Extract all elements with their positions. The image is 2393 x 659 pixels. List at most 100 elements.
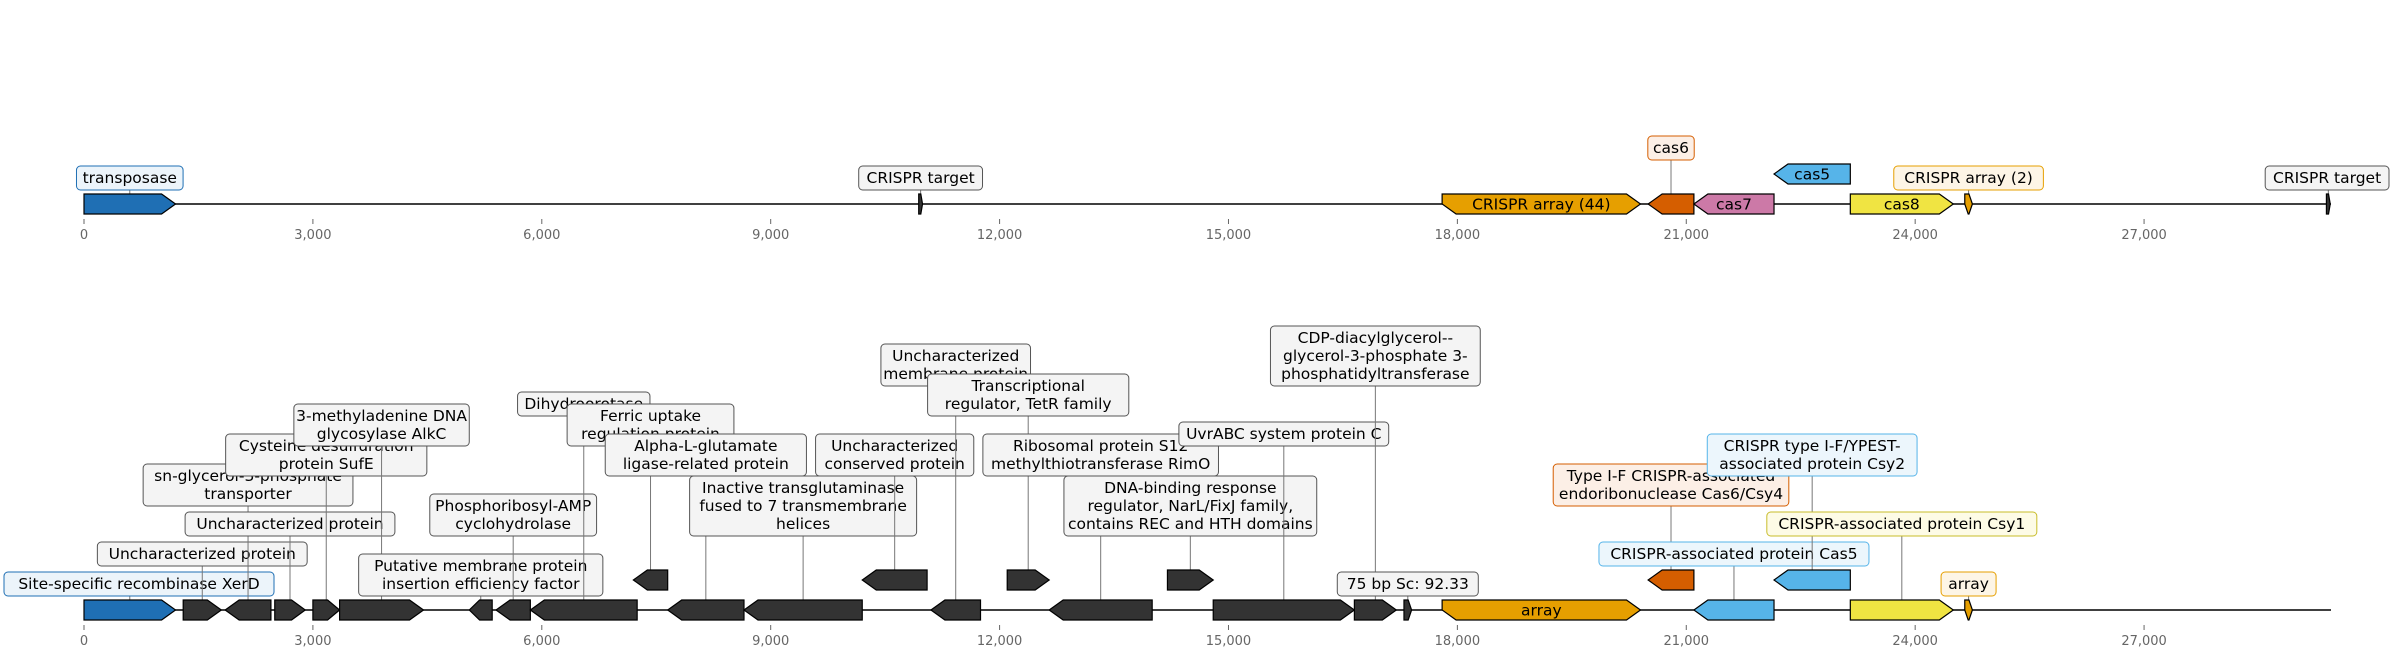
feature-label-box bbox=[429, 493, 598, 537]
cas8-arrow[interactable] bbox=[1849, 193, 1955, 215]
cas5-arrow[interactable] bbox=[1772, 163, 1851, 185]
array-arrow[interactable] bbox=[1441, 599, 1642, 621]
membrane-protein-arrow[interactable] bbox=[929, 599, 982, 621]
cas7-arrow[interactable] bbox=[1692, 193, 1775, 215]
ferric-uptake-arrow[interactable] bbox=[632, 569, 669, 591]
feature-label: UvrABC system protein C bbox=[1186, 425, 1381, 443]
feature-label: array bbox=[1948, 575, 1989, 593]
feature-label: CRISPR type I-F/YPEST-associated protein… bbox=[1719, 437, 1905, 473]
feature-label-box bbox=[1766, 511, 2038, 537]
axis-tick-label: 15,000 bbox=[1206, 634, 1252, 649]
transposase-arrow[interactable] bbox=[83, 193, 177, 215]
feature-label-box bbox=[2264, 165, 2390, 191]
feature-label: CRISPR-associated protein Cas5 bbox=[1610, 545, 1857, 563]
feature-label: transposase bbox=[83, 169, 177, 187]
axis-tick-label: 9,000 bbox=[752, 634, 789, 649]
alkc-arrow[interactable] bbox=[339, 599, 425, 621]
cdp-dag-arrow[interactable] bbox=[1353, 599, 1398, 621]
axis-tick-label: 21,000 bbox=[1664, 634, 1710, 649]
g3p-transporter-arrow[interactable] bbox=[224, 599, 272, 621]
uvrabc-arrow[interactable] bbox=[1212, 599, 1356, 621]
feature-label-box bbox=[815, 433, 975, 477]
crispr-array-44-inline-label: CRISPR array (44) bbox=[1472, 196, 1610, 214]
feature-label-box bbox=[1063, 475, 1318, 537]
feature-label-box bbox=[3, 571, 275, 597]
feature-label: CDP-diacylglycerol--glycerol-3-phosphate… bbox=[1281, 329, 1469, 383]
feature-label-box bbox=[927, 373, 1130, 417]
rimo-arrow[interactable] bbox=[1048, 599, 1153, 621]
axis-tick-label: 9,000 bbox=[752, 228, 789, 243]
narl-arrow[interactable] bbox=[1166, 569, 1215, 591]
feature-label: Site-specific recombinase XerD bbox=[18, 575, 259, 593]
feature-label-box bbox=[184, 511, 396, 537]
phosphoribosyl-amp-arrow[interactable] bbox=[494, 599, 531, 621]
feature-label-box bbox=[1598, 541, 1870, 567]
feature-label-box bbox=[1336, 571, 1479, 597]
cas5-bottom-arrow[interactable] bbox=[1692, 599, 1775, 621]
cas5-inline-label: cas5 bbox=[1794, 166, 1830, 184]
feature-label: 75 bp Sc: 92.33 bbox=[1347, 575, 1469, 593]
axis-tick-label: 0 bbox=[80, 228, 88, 243]
feature-label-box bbox=[858, 165, 984, 191]
crispr-array-44-arrow[interactable] bbox=[1441, 193, 1642, 215]
crispr-array-2-arrow[interactable] bbox=[1964, 193, 1974, 215]
feature-label-box bbox=[1706, 433, 1918, 477]
cas6-arrow[interactable] bbox=[1647, 193, 1695, 215]
axis-tick-label: 15,000 bbox=[1206, 228, 1252, 243]
membrane-insertion-arrow[interactable] bbox=[468, 599, 493, 621]
alpha-l-glutamate-arrow[interactable] bbox=[666, 599, 745, 621]
cas6-csy4-arrow[interactable] bbox=[1647, 569, 1695, 591]
xerd-arrow[interactable] bbox=[83, 599, 177, 621]
feature-label-box bbox=[358, 553, 604, 597]
feature-label: CRISPR array (2) bbox=[1904, 169, 2033, 187]
feature-label-box bbox=[1178, 421, 1390, 447]
axis-tick-label: 18,000 bbox=[1435, 634, 1481, 649]
feature-label: Uncharacterized protein bbox=[196, 515, 383, 533]
axis-tick-label: 6,000 bbox=[523, 228, 560, 243]
dihydroorotase-arrow[interactable] bbox=[529, 599, 638, 621]
feature-label: CRISPR target bbox=[2273, 169, 2381, 187]
axis-tick-label: 3,000 bbox=[294, 634, 331, 649]
array-inline-label: array bbox=[1521, 602, 1562, 620]
csy1-arrow[interactable] bbox=[1849, 599, 1955, 621]
crispr-target-1-arrow[interactable] bbox=[918, 193, 924, 215]
uncharacterized-2-arrow[interactable] bbox=[274, 599, 307, 621]
feature-label: Uncharacterized protein bbox=[109, 545, 296, 563]
feature-label-box bbox=[689, 475, 918, 537]
axis-tick-label: 24,000 bbox=[1892, 228, 1938, 243]
transglutaminase-arrow[interactable] bbox=[742, 599, 863, 621]
feature-label-box bbox=[75, 165, 184, 191]
crispr-target-2-arrow[interactable] bbox=[2325, 193, 2331, 215]
axis-tick-label: 18,000 bbox=[1435, 228, 1481, 243]
feature-label-box bbox=[1647, 135, 1695, 161]
conserved-protein-arrow[interactable] bbox=[861, 569, 928, 591]
uncharacterized-1-arrow[interactable] bbox=[182, 599, 223, 621]
repeat-75bp-arrow[interactable] bbox=[1403, 599, 1413, 621]
axis-tick-label: 21,000 bbox=[1664, 228, 1710, 243]
csy2-arrow[interactable] bbox=[1772, 569, 1851, 591]
axis-tick-label: 12,000 bbox=[977, 228, 1023, 243]
feature-label-box bbox=[293, 403, 470, 447]
axis-tick-label: 0 bbox=[80, 634, 88, 649]
feature-label: cas6 bbox=[1653, 139, 1689, 157]
axis-tick-label: 24,000 bbox=[1892, 634, 1938, 649]
array-2-arrow[interactable] bbox=[1964, 599, 1974, 621]
feature-label: CRISPR target bbox=[867, 169, 975, 187]
axis-tick-label: 6,000 bbox=[523, 634, 560, 649]
sufe-arrow[interactable] bbox=[312, 599, 341, 621]
feature-label-box bbox=[1940, 571, 1997, 597]
tetr-arrow[interactable] bbox=[1006, 569, 1051, 591]
